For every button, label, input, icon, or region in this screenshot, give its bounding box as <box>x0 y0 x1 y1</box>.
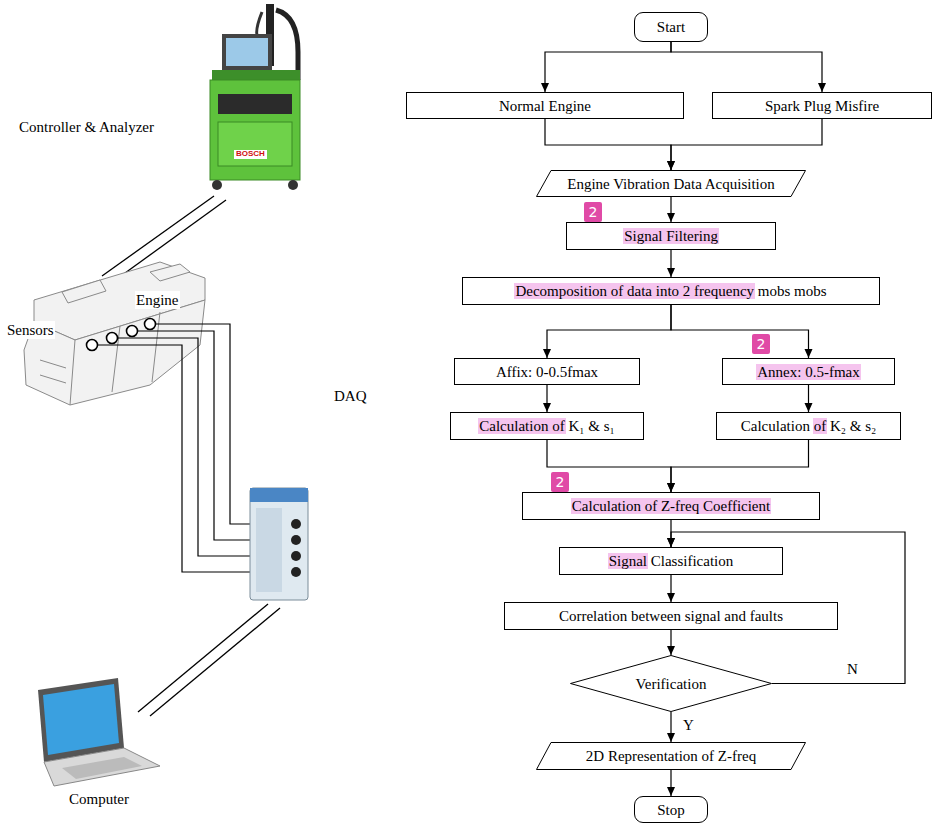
connector <box>667 575 675 602</box>
connector <box>547 440 675 492</box>
connector-line <box>545 119 671 170</box>
connector <box>543 305 671 358</box>
part-label: Sensors <box>6 321 55 339</box>
node-text: Normal Engine <box>499 97 591 115</box>
node-text: Stop <box>657 801 685 819</box>
process-box: Decomposition of data into 2 frequency m… <box>462 277 880 305</box>
sensor-wires <box>98 324 250 572</box>
laptop-drawing <box>38 678 160 786</box>
connector <box>541 42 671 92</box>
arrow-head <box>667 213 675 222</box>
brand-mark: BOSCH <box>234 150 267 159</box>
connector-line <box>545 42 671 92</box>
connector <box>667 119 822 170</box>
arrow-head <box>667 161 675 170</box>
sensor-symbols <box>87 319 156 351</box>
shape-outline-path <box>537 171 806 197</box>
arrow-head <box>667 538 675 547</box>
node-text: Affix: 0-0.5fmax <box>496 363 598 381</box>
daq-device <box>250 488 308 600</box>
connector-line <box>671 305 809 358</box>
part-label: DAQ <box>333 387 368 405</box>
process-box: Correlation between signal and faults <box>504 602 838 630</box>
decision-diamond: Verification <box>570 655 772 712</box>
arrow-head <box>667 787 675 796</box>
analyzer-cart <box>210 4 300 190</box>
terminal-box: Start <box>634 12 708 42</box>
arrow-head <box>818 83 826 92</box>
node-text: Correlation between signal and faults <box>559 607 783 625</box>
node-text: Start <box>657 18 685 36</box>
node-text: Decomposition of data into 2 frequency m… <box>515 282 826 300</box>
arrow-head <box>667 268 675 277</box>
connector <box>667 197 675 222</box>
process-box: Affix: 0-0.5fmax <box>454 358 640 385</box>
callout-number: 2 <box>551 472 569 492</box>
connector <box>667 440 809 492</box>
connector-line <box>671 440 809 492</box>
process-box: Calculation of K₁ & s₁ <box>450 412 644 440</box>
connector-line <box>671 42 822 92</box>
connector <box>667 770 675 796</box>
connector <box>667 250 675 277</box>
connector <box>671 305 813 358</box>
arrow-head <box>667 646 675 655</box>
part-label: Controller & Analyzer <box>18 118 155 136</box>
node-text: Engine Vibration Data Acquisition <box>567 175 775 193</box>
connector <box>543 385 551 412</box>
part-label: Computer <box>68 790 130 808</box>
process-box: Annex: 0.5-fmax <box>722 358 895 385</box>
io-parallelogram: 2D Representation of Z-freq <box>536 742 806 770</box>
node-text: Calculation of Z-freq Coefficient <box>572 497 770 515</box>
node-text: Verification <box>636 675 707 693</box>
arrow-head <box>543 349 551 358</box>
arrow-head <box>667 161 675 170</box>
process-box: Calculation of Z-freq Coefficient <box>522 492 820 520</box>
arrow-head <box>541 83 549 92</box>
connector <box>671 42 826 92</box>
node-text: Spark Plug Misfire <box>765 97 879 115</box>
process-box: Signal Classification <box>559 547 783 575</box>
arrow-head <box>805 349 813 358</box>
node-text: Calculation of K₁ & s₁ <box>479 417 614 435</box>
edge-label: N <box>846 660 859 678</box>
arrow-head <box>667 538 675 547</box>
connector-line <box>671 119 822 170</box>
edge-label: Y <box>682 716 695 734</box>
arrow-head <box>667 733 675 742</box>
connector <box>545 119 675 170</box>
terminal-box: Stop <box>634 796 708 823</box>
arrow-head <box>805 403 813 412</box>
connector-line <box>547 440 671 492</box>
io-parallelogram: Engine Vibration Data Acquisition <box>536 170 806 197</box>
part-label: Engine <box>135 291 180 309</box>
callout-number: 2 <box>752 334 770 354</box>
connector <box>805 385 813 412</box>
arrow-head <box>543 403 551 412</box>
node-text: Signal Classification <box>609 552 734 570</box>
callout-number: 2 <box>584 202 602 222</box>
node-text: Signal Filtering <box>624 227 718 245</box>
arrow-head <box>667 483 675 492</box>
arrow-head <box>667 483 675 492</box>
node-text: Annex: 0.5-fmax <box>757 363 859 381</box>
connector <box>667 712 675 742</box>
arrow-head <box>667 593 675 602</box>
connector-line <box>547 305 671 358</box>
process-box: Calculation of K₂ & s₂ <box>716 412 901 440</box>
connector <box>667 630 675 655</box>
process-box: Normal Engine <box>406 92 684 119</box>
node-text: Calculation of K₂ & s₂ <box>741 417 876 435</box>
shape-outline-path <box>571 656 772 712</box>
shape-outline-path <box>537 743 806 770</box>
process-box: Signal Filtering <box>566 222 776 250</box>
node-text: 2D Representation of Z-freq <box>586 747 756 765</box>
process-box: Spark Plug Misfire <box>712 92 932 119</box>
